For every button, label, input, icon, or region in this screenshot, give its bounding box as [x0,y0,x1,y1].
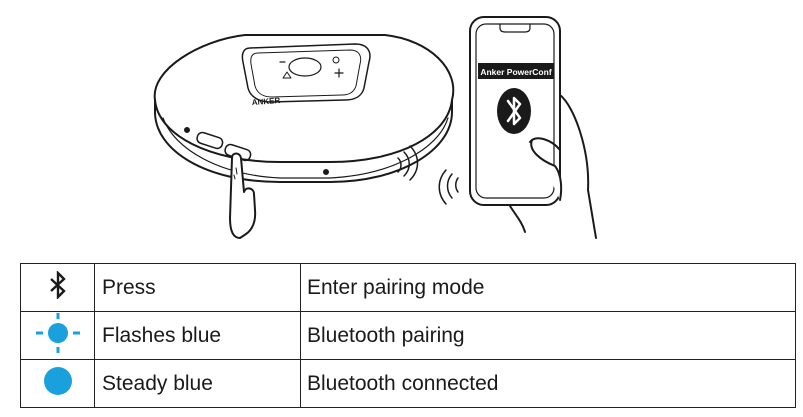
table-row: Steady blue Bluetooth connected [20,359,796,408]
indicator-table: Press Enter pairing mode Flashes blue Bl… [20,263,796,408]
table-row: Press Enter pairing mode [20,263,796,312]
icon-cell [20,359,95,408]
speaker-brand-logo: ANKER [252,96,281,107]
phone-device-name: Anker PowerConf [480,67,551,77]
wireless-signal-icon [397,145,459,205]
pairing-illustration: ANKER Anker PowerConf [153,16,597,239]
action-cell: Flashes blue [94,311,301,360]
action-cell: Steady blue [94,359,301,408]
smartphone [469,16,597,239]
result-cell: Bluetooth pairing [300,311,796,360]
table-row: Flashes blue Bluetooth pairing [20,311,796,360]
result-cell: Bluetooth connected [300,359,796,408]
led-steady-blue-icon [43,366,73,401]
icon-cell [20,311,95,360]
bluetooth-icon [49,270,67,304]
icon-cell [20,263,95,312]
speaker-device [153,34,455,183]
hand-pressing-icon [229,152,257,239]
result-cell: Enter pairing mode [300,263,796,312]
led-flashing-blue-icon [35,313,80,358]
action-cell: Press [94,263,301,312]
